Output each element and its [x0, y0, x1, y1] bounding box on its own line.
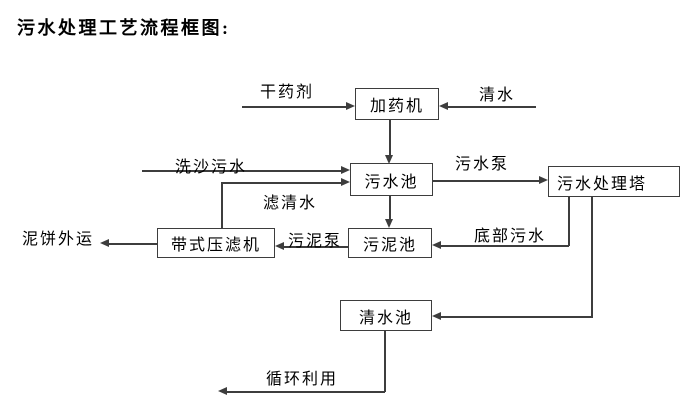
edge-label-clean-water: 清水 — [478, 87, 515, 104]
node-belt-filter-press: 带式压滤机 — [157, 228, 275, 258]
node-clean-water-pool: 清水池 — [340, 300, 432, 331]
edge-label-sand-wash: 洗沙污水 — [174, 159, 247, 176]
edge-label-bottom-sewage: 底部污水 — [473, 228, 546, 245]
node-sludge-pool: 污泥池 — [348, 228, 432, 258]
edge-clean-water-line — [448, 106, 536, 108]
edge-dosing-to-sewage-line — [389, 120, 391, 156]
edge-label-dry-chemical: 干药剂 — [259, 84, 314, 101]
edge-bottom-sewage-vline — [568, 197, 570, 246]
edge-filtered-water-vline — [221, 183, 223, 228]
edge-tower-to-clean-hline — [441, 316, 592, 318]
arrowhead-left-icon — [439, 102, 448, 110]
arrowhead-left-icon — [432, 312, 441, 320]
edge-dry-chemical-line — [242, 106, 346, 108]
arrowhead-right-icon — [341, 178, 350, 186]
edge-label-sludge-pump: 污泥泵 — [287, 233, 342, 250]
arrowhead-left-icon — [218, 387, 227, 395]
page-title: 污水处理工艺流程框图: — [17, 18, 231, 38]
edge-label-recycle: 循环利用 — [265, 371, 338, 388]
arrowhead-right-icon — [539, 176, 548, 184]
edge-recycle-hline — [226, 391, 385, 393]
edge-sewage-to-sludge-line — [389, 196, 391, 220]
node-treatment-tower: 污水处理塔 — [548, 166, 680, 197]
arrowhead-right-icon — [346, 102, 355, 110]
edge-sewage-pump-line — [433, 180, 540, 182]
node-sewage-pool: 污水池 — [350, 163, 433, 196]
arrowhead-left-icon — [275, 242, 284, 250]
edge-mud-cake-line — [108, 243, 157, 245]
edge-label-sewage-pump: 污水泵 — [454, 156, 509, 173]
edge-tower-to-clean-vline — [591, 197, 593, 318]
arrowhead-right-icon — [341, 166, 350, 174]
arrowhead-left-icon — [432, 241, 441, 249]
node-dosing-machine: 加药机 — [355, 88, 439, 120]
arrowhead-down-icon — [385, 155, 393, 164]
edge-filtered-water-hline — [221, 182, 342, 184]
edge-recycle-vline — [384, 331, 386, 392]
arrowhead-down-icon — [385, 219, 393, 228]
edge-sludge-pump-line — [284, 246, 348, 248]
edge-bottom-sewage-hline — [441, 245, 569, 247]
arrowhead-left-icon — [100, 239, 109, 247]
edge-label-mud-cake: 泥饼外运 — [21, 231, 94, 248]
edge-label-filtered-water: 滤清水 — [262, 195, 317, 212]
edge-sand-wash-line — [142, 170, 342, 172]
